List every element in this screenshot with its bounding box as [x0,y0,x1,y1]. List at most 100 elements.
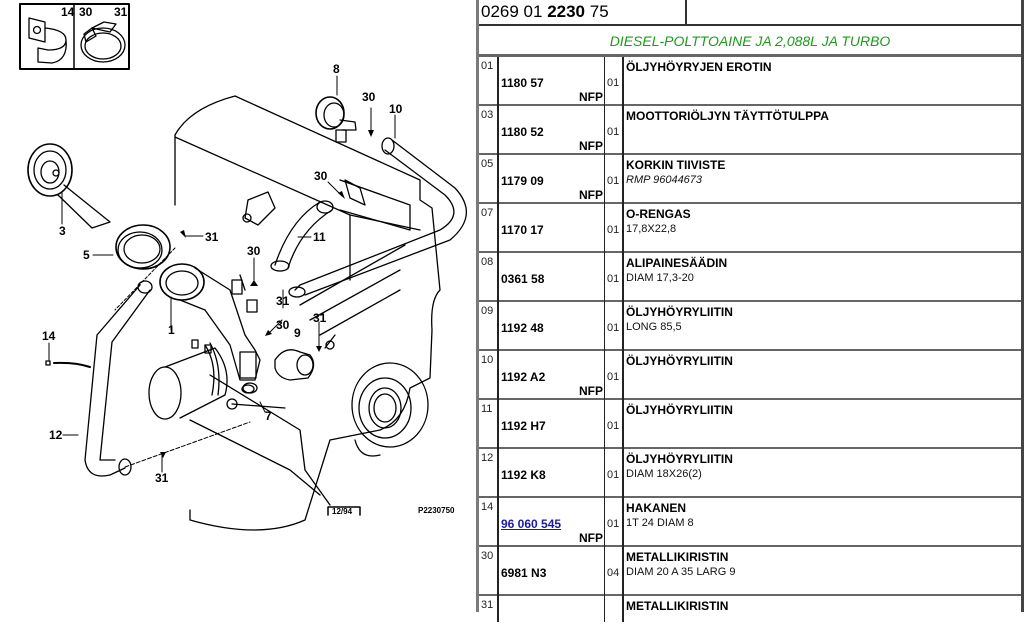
item-ref-number: 10 [481,354,494,366]
column-divider [497,204,499,253]
quantity: 04 [607,567,620,579]
nfp-flag: NFP [579,384,603,398]
part-number: 1170 17 [501,223,544,237]
clip-legend-box: 14 30 31 [19,3,130,70]
clip-part-14 [45,360,91,368]
part-name: HAKANEN [626,501,686,515]
column-divider [497,596,499,622]
hose-part-9 [274,334,336,381]
catalog-code-group: 2230 [547,2,586,21]
item-ref-number: 01 [481,60,494,72]
quantity: 01 [607,518,620,530]
column-divider [604,253,605,302]
column-divider [604,400,605,449]
quantity: 01 [607,224,620,236]
column-divider [604,547,605,596]
column-divider [604,596,605,622]
column-divider [622,351,624,400]
callout-30-c: 30 [247,244,261,258]
column-divider [604,57,605,106]
column-divider [622,498,624,547]
date-stamp-text: 12/94 [332,507,353,516]
nfp-flag: NFP [579,139,603,153]
quantity: 01 [607,273,620,285]
part-description: 1T 24 DIAM 8 [626,517,694,529]
callout-31-c: 31 [313,311,327,325]
filter-housing [148,339,228,420]
column-divider [622,204,624,253]
column-divider [622,155,624,204]
column-divider [497,351,499,400]
column-divider [604,204,605,253]
catalog-header: 0269 01 2230 75 [479,0,1021,26]
part-description: LONG 85,5 [626,321,682,333]
column-divider [604,302,605,351]
leader-arrowheads [160,130,374,458]
legend-label-31: 31 [114,5,128,19]
part-number-link[interactable]: 96 060 545 [501,517,562,531]
block-fitting [242,179,366,226]
item-ref-number: 03 [481,109,494,121]
part-name: METALLIKIRISTIN [626,599,729,613]
quantity: 01 [607,126,620,138]
item-ref-number: 05 [481,158,494,170]
callout-30-a: 30 [362,90,376,104]
callout-31-a: 31 [205,230,219,244]
column-divider [622,57,624,106]
catalog-code-suffix: 75 [585,2,609,21]
column-divider [604,498,605,547]
legend-label-30: 30 [79,5,93,19]
callout-31-b: 31 [276,294,290,308]
part-name: METALLIKIRISTIN [626,550,729,564]
column-divider [497,400,499,449]
callout-7: 7 [265,409,272,423]
hose-part-11 [270,200,334,272]
catalog-code: 0269 01 2230 75 [481,2,609,22]
callout-5: 5 [83,248,90,262]
panel-left-border [476,0,479,612]
part-name: O-RENGAS [626,207,691,221]
part-name: ÖLJYHÖYRYLIITIN [626,354,733,368]
quantity: 01 [607,420,620,432]
hose-part-10 [288,137,468,298]
quantity: 01 [607,322,620,334]
part-number: 1192 K8 [501,468,546,482]
quantity: 01 [607,371,620,383]
part-name: ÖLJYHÖYRYJEN EROTIN [626,60,772,74]
nfp-flag: NFP [579,531,603,545]
clip-14-icon [28,17,67,64]
panel-right-border [1021,0,1024,612]
quantity: 01 [607,175,620,187]
item-ref-number: 14 [481,501,494,513]
separator-part-1 [159,263,261,394]
part-number: 1192 48 [501,321,544,335]
catalog-subtitle: DIESEL-POLTTOAINE JA 2,088L JA TURBO [479,26,1021,57]
drawing-reference: P2230750 [418,506,455,515]
part-number: 6981 N3 [501,566,547,580]
column-divider [604,155,605,204]
column-divider [604,351,605,400]
parts-list-panel: 0269 01 2230 75 DIESEL-POLTTOAINE JA 2,0… [476,0,1024,640]
column-divider [497,57,499,106]
part-number: 1192 H7 [501,419,546,433]
part-description: RMP 96044673 [626,174,703,186]
item-ref-number: 12 [481,452,494,464]
callout-14: 14 [42,329,56,343]
engine-block [174,95,441,531]
nfp-flag: NFP [579,90,603,104]
column-divider [497,498,499,547]
subtitle-text: DIESEL-POLTTOAINE JA 2,088L JA TURBO [609,33,891,49]
callout-12: 12 [49,428,63,442]
part-number: 1180 57 [501,76,544,90]
part-name: ÖLJYHÖYRYLIITIN [626,452,733,466]
item-ref-number: 30 [481,550,494,562]
column-divider [622,596,624,622]
